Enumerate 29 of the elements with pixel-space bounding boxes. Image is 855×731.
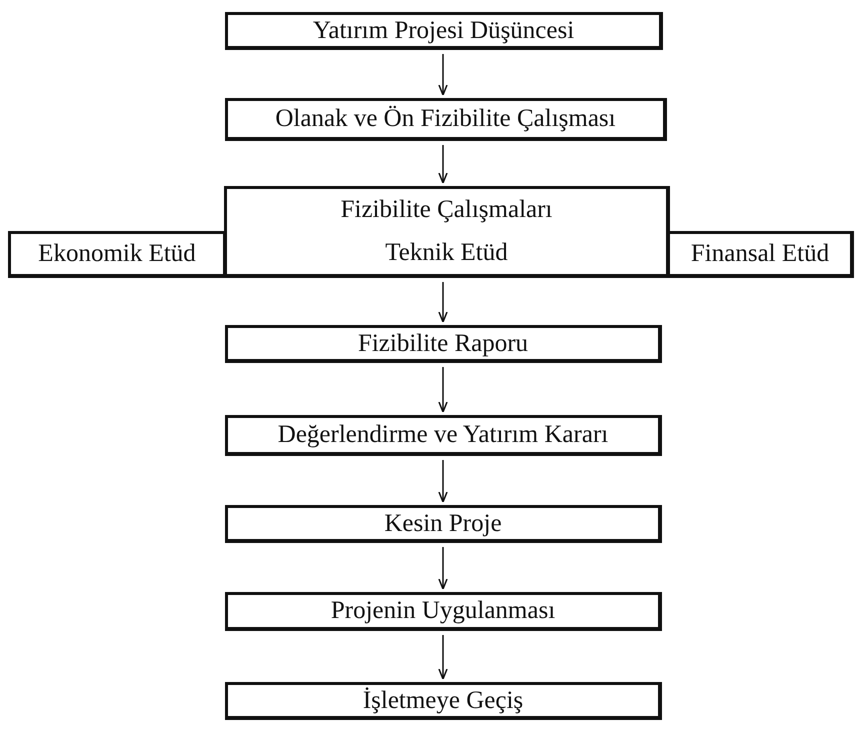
process-box bbox=[8, 231, 227, 278]
process-box bbox=[224, 186, 670, 234]
box-label: Projenin Uygulanması bbox=[330, 597, 556, 625]
process-box bbox=[225, 682, 662, 720]
box-label: Ekonomik Etüd bbox=[38, 240, 196, 268]
box-label: Fizibilite Raporu bbox=[358, 330, 528, 358]
box-label: Değerlendirme ve Yatırım Kararı bbox=[278, 421, 608, 449]
box-label: Kesin Proje bbox=[384, 510, 502, 538]
arrow bbox=[438, 282, 448, 323]
arrow bbox=[438, 54, 448, 96]
process-box bbox=[667, 231, 854, 278]
arrow bbox=[438, 145, 448, 184]
box-label: İşletmeye Geçiş bbox=[362, 686, 524, 714]
process-box bbox=[225, 592, 662, 631]
box-label: Teknik Etüd bbox=[385, 238, 508, 266]
arrow bbox=[438, 635, 448, 680]
process-box bbox=[225, 12, 663, 50]
arrow bbox=[438, 460, 448, 503]
process-box bbox=[225, 505, 662, 543]
process-box bbox=[225, 98, 667, 141]
box-label: Finansal Etüd bbox=[690, 240, 830, 268]
arrow bbox=[438, 367, 448, 413]
process-box bbox=[225, 325, 662, 363]
process-box bbox=[224, 231, 670, 278]
box-label: Olanak ve Ön Fizibilite Çalışması bbox=[275, 105, 616, 133]
box-label: Yatırım Projesi Düşüncesi bbox=[312, 16, 574, 44]
box-label: Fizibilite Çalışmaları bbox=[340, 196, 552, 224]
arrow bbox=[438, 547, 448, 590]
process-box bbox=[225, 415, 662, 456]
